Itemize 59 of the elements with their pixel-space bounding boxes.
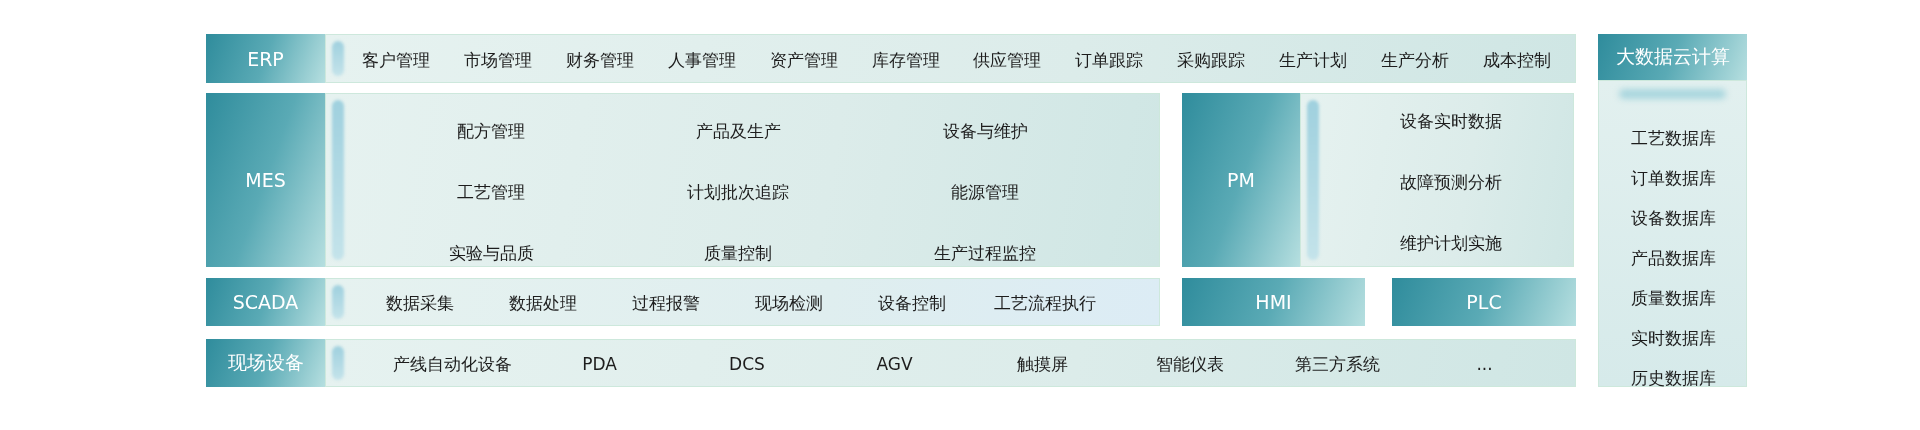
module-label: 配方管理 — [457, 119, 525, 143]
module-label: 质量数据库 — [1631, 286, 1716, 310]
module-label: 设备控制 — [878, 291, 946, 315]
module-label: 能源管理 — [951, 180, 1019, 204]
module-label: 实验与品质 — [448, 241, 534, 265]
module-label: 产品数据库 — [1631, 246, 1716, 270]
module-label: 采购跟踪 — [1177, 48, 1246, 71]
module-label: 数据处理 — [509, 291, 577, 315]
module-label: 设备数据库 — [1631, 206, 1716, 230]
module-band — [325, 278, 1160, 326]
module-label: 生产过程监控 — [934, 241, 1036, 265]
module-box: HMI — [1182, 278, 1365, 326]
module-label: 智能仪表 — [1155, 352, 1224, 376]
module-band — [1300, 93, 1574, 267]
module-label: 工艺数据库 — [1631, 126, 1716, 150]
module-label: 触摸屏 — [1016, 352, 1068, 376]
module-label: 人事管理 — [667, 48, 736, 71]
module-label: 历史数据库 — [1631, 366, 1716, 390]
module-label: 市场管理 — [463, 48, 532, 71]
module-label: DCS — [729, 354, 765, 374]
module-label: 订单跟踪 — [1075, 48, 1144, 71]
layer-label: 现场设备 — [206, 339, 325, 387]
module-label: 客户管理 — [362, 48, 430, 71]
layer-label: ERP — [206, 34, 325, 83]
module-label: 故障预测分析 — [1400, 170, 1502, 194]
layer-label: SCADA — [206, 278, 325, 326]
module-label: 现场检测 — [755, 291, 823, 315]
module-label: 设备实时数据 — [1400, 109, 1502, 133]
module-label: 第三方系统 — [1294, 352, 1380, 376]
module-box: PLC — [1392, 278, 1576, 326]
module-label: 产品及生产 — [695, 119, 781, 143]
module-band — [325, 93, 1160, 267]
module-band — [325, 34, 1576, 83]
module-label: PDA — [582, 354, 617, 374]
module-label: 实时数据库 — [1631, 326, 1716, 350]
module-label: 财务管理 — [565, 48, 634, 71]
module-label: AGV — [876, 354, 913, 374]
module-label: 维护计划实施 — [1400, 231, 1502, 255]
module-label: 订单数据库 — [1631, 166, 1716, 190]
module-label: 生产计划 — [1279, 48, 1348, 71]
module-label: ... — [1476, 354, 1493, 374]
panel-header: 大数据云计算 — [1598, 34, 1747, 80]
module-label: 工艺管理 — [457, 180, 525, 204]
module-label: 质量控制 — [704, 241, 772, 265]
module-label: 工艺流程执行 — [994, 291, 1096, 315]
layer-label: PM — [1182, 93, 1300, 267]
module-band — [325, 339, 1576, 387]
module-label: 供应管理 — [973, 48, 1042, 71]
module-label: 计划批次追踪 — [687, 180, 789, 204]
layer-label: MES — [206, 93, 325, 267]
module-label: 生产分析 — [1381, 48, 1450, 71]
module-label: 产线自动化设备 — [392, 352, 512, 376]
module-label: 设备与维护 — [942, 119, 1028, 143]
module-label: 成本控制 — [1483, 48, 1551, 71]
module-label: 数据采集 — [386, 291, 454, 315]
module-label: 过程报警 — [632, 291, 700, 315]
module-label: 库存管理 — [871, 48, 940, 71]
panel-body — [1598, 80, 1747, 387]
module-label: 资产管理 — [769, 48, 838, 71]
